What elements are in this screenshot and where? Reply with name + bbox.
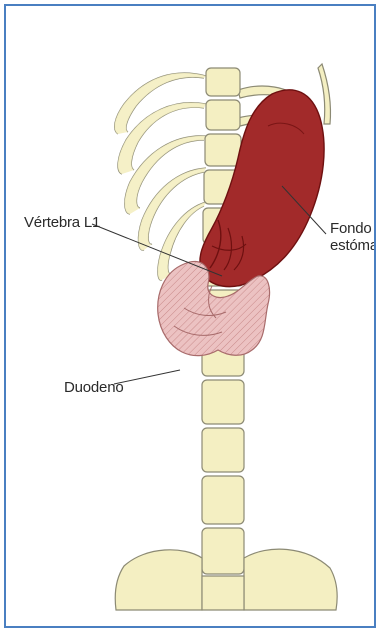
fondo-label-line2: estómago xyxy=(330,237,376,254)
fondo-label-line1: Fondo del xyxy=(330,220,376,237)
anatomy-illustration xyxy=(6,6,376,628)
vertebra-label: Vértebra L1 xyxy=(24,214,100,231)
fondo-label: Fondo del estómago xyxy=(330,220,376,254)
duodeno-label: Duodeno xyxy=(64,379,124,396)
duodeno-leader-line xyxy=(114,370,180,384)
figure-frame: Vértebra L1 Duodeno Fondo del estómago xyxy=(4,4,376,628)
